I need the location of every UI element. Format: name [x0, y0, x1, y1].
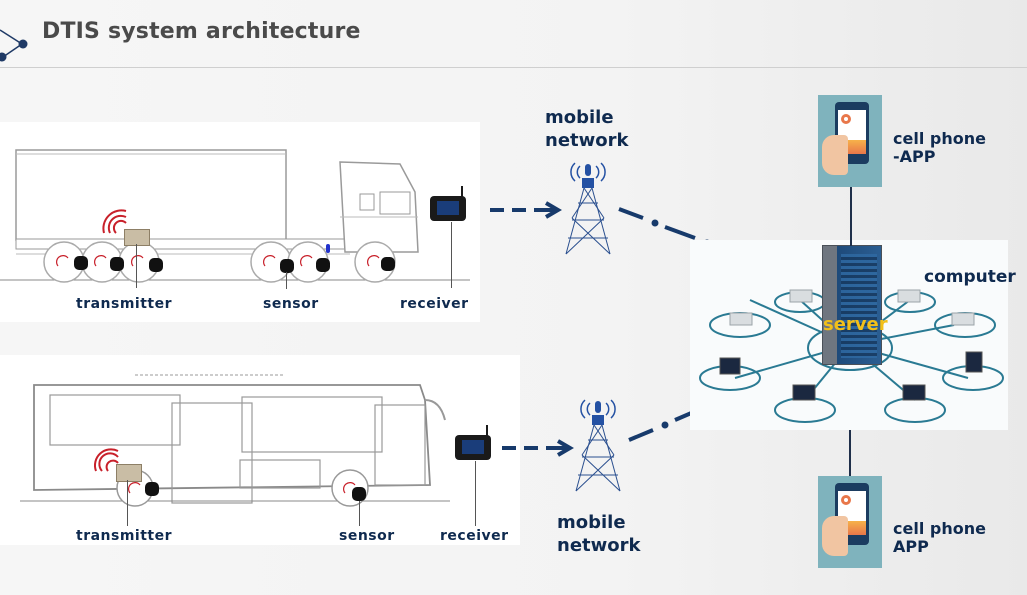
sensor-icon: [110, 257, 124, 271]
sensor-icon: [149, 258, 163, 272]
sensor-icon: [316, 258, 330, 272]
receiver-device: [430, 186, 466, 221]
sensor-icon: [280, 259, 294, 273]
signal-waves-icon: [92, 447, 122, 473]
top-phone-label: cell phone -APP: [893, 130, 986, 166]
truck-receiver-label: receiver: [400, 296, 469, 312]
receiver-device: [455, 425, 491, 460]
antenna-icon: [326, 244, 330, 253]
title-divider: [0, 67, 1027, 68]
truck-wheels: [0, 230, 480, 290]
bus-receiver-label: receiver: [440, 528, 509, 544]
receiver-leader-line: [451, 222, 452, 288]
transmitter-device: [124, 229, 150, 246]
signal-waves-icon: [98, 205, 132, 235]
sensor-icon: [352, 487, 366, 501]
upper-network-label-line1: mobile: [545, 107, 614, 128]
phone-connector-line: [850, 186, 852, 246]
top-phone-label-line1: cell phone: [893, 129, 986, 148]
phone-connector-line: [849, 430, 851, 477]
sensor-icon: [145, 482, 159, 496]
sensor-icon: [381, 257, 395, 271]
bus-sensor-label: sensor: [339, 528, 395, 544]
bottom-phone-label: cell phone APP: [893, 520, 986, 556]
cell-phone-app-icon: [818, 476, 882, 568]
header-logo-icon: [0, 20, 40, 62]
lower-network-label-line1: mobile: [557, 512, 626, 533]
page-title: DTIS system architecture: [42, 19, 361, 44]
sensor-leader-line: [286, 272, 287, 289]
dashed-arrow: [500, 438, 575, 458]
transmitter-leader-line: [136, 244, 137, 288]
truck-transmitter-label: transmitter: [76, 296, 173, 312]
bus-transmitter-label: transmitter: [76, 528, 173, 544]
receiver-leader-line: [475, 461, 476, 526]
dashed-arrow: [488, 200, 563, 220]
cell-tower-icon: [570, 395, 626, 493]
top-phone-label-line2: -APP: [893, 147, 936, 166]
upper-network-label: mobile network: [545, 106, 628, 152]
lower-network-label-line2: network: [557, 535, 641, 556]
lower-network-label: mobile network: [557, 511, 640, 557]
sensor-leader-line: [359, 501, 360, 526]
computer-label: computer: [924, 267, 1016, 287]
upper-network-label-line2: network: [545, 130, 629, 151]
bottom-phone-label-line1: cell phone: [893, 519, 986, 538]
cell-tower-icon: [560, 158, 616, 256]
transmitter-device: [116, 464, 142, 482]
sensor-icon: [74, 256, 88, 270]
truck-sensor-label: sensor: [263, 296, 319, 312]
bottom-phone-label-line2: APP: [893, 537, 929, 556]
bus-illustration: [20, 365, 460, 507]
transmitter-leader-line: [127, 480, 128, 526]
server-rack-icon: [822, 245, 882, 365]
server-label: server: [823, 314, 888, 335]
cell-phone-app-icon: [818, 95, 882, 187]
